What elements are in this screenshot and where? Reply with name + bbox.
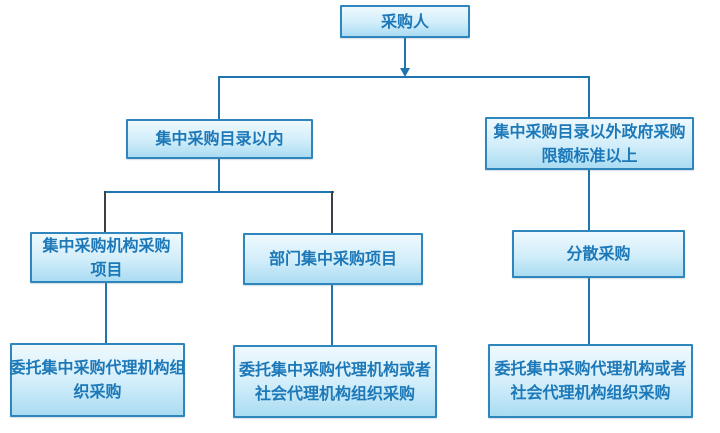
connector-to-within-catalog (218, 76, 220, 119)
node-entrust-central-or-social-mid-label-line1: 委托集中采购代理机构或者 (238, 359, 431, 379)
node-within-catalog-label: 集中采购目录以内 (155, 129, 284, 148)
connector-decentralized-to-entrust (588, 277, 590, 344)
node-entrust-central-or-social-mid: 委托集中采购代理机构或者 社会代理机构组织采购 (233, 345, 437, 418)
connector-to-central-agency-project (104, 191, 106, 232)
node-central-agency-project-label-line2: 项目 (90, 259, 123, 279)
node-entrust-central-or-social-right: 委托集中采购代理机构或者 社会代理机构组织采购 (488, 344, 693, 418)
node-outside-catalog-label-line2: 限额标准以上 (541, 145, 638, 165)
connector-within-catalog-down (218, 158, 220, 193)
node-entrust-central-or-social-right-label-line2: 社会代理机构组织采购 (510, 383, 671, 402)
node-purchaser-label: 采购人 (380, 11, 429, 31)
connector-level1-horizontal (218, 76, 590, 78)
node-outside-catalog-label-line1: 集中采购目录以外政府采购 (493, 121, 686, 141)
arrow-down-icon (400, 68, 410, 77)
node-central-agency-project-label-line1: 集中采购机构采购 (42, 235, 171, 255)
connector-central-agency-to-entrust (105, 282, 107, 343)
node-dept-central-project-label: 部门集中采购项目 (268, 249, 397, 268)
node-entrust-central-or-social-mid-label-line2: 社会代理机构组织采购 (254, 383, 415, 403)
node-entrust-central-agency: 委托集中采购代理机构组 织采购 (9, 343, 186, 417)
connector-to-outside-catalog (588, 76, 590, 118)
node-entrust-central-agency-label-line1: 委托集中采购代理机构组 (9, 358, 186, 377)
node-within-catalog: 集中采购目录以内 (126, 119, 313, 159)
node-dept-central-project: 部门集中采购项目 (243, 233, 423, 285)
node-entrust-central-agency-label-line2: 织采购 (73, 382, 122, 401)
connector-within-branch-horizontal (104, 191, 334, 193)
node-decentralized-procurement-label: 分散采购 (566, 244, 631, 263)
node-entrust-central-or-social-right-label-line1: 委托集中采购代理机构或者 (494, 359, 687, 378)
node-purchaser: 采购人 (340, 5, 470, 38)
node-decentralized-procurement: 分散采购 (512, 230, 685, 278)
connector-to-dept-central-project (331, 191, 333, 233)
connector-dept-to-entrust (331, 284, 333, 345)
connector-outside-to-decentralized (588, 169, 590, 230)
node-central-agency-project: 集中采购机构采购 项目 (30, 232, 183, 283)
node-outside-catalog-above-limit: 集中采购目录以外政府采购 限额标准以上 (485, 117, 694, 170)
connector-purchaser-down (404, 37, 406, 69)
